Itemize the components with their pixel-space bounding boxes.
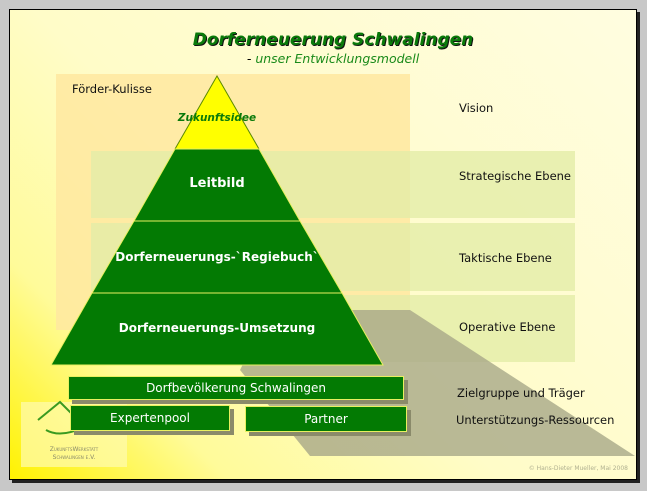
pyramid-level2-label: Dorferneuerungs-`Regiebuch` <box>115 250 319 264</box>
partner-box: Partner <box>245 406 407 432</box>
copyright: © Hans-Dieter Mueller, Mai 2008 <box>528 465 628 472</box>
pyramid-top-label: Zukunftsidee <box>177 112 257 124</box>
population-box: Dorfbevölkerung Schwalingen <box>68 376 404 400</box>
logo-line1: ZukunftsWerkstatt <box>49 446 99 453</box>
level-support: Unterstützungs-Ressourcen <box>456 413 615 427</box>
level-vision: Vision <box>459 101 494 115</box>
level-strategic: Strategische Ebene <box>459 169 572 183</box>
kulisse-label: Förder-Kulisse <box>72 82 152 96</box>
level-operative: Operative Ebene <box>459 320 556 334</box>
logo-line2: Schwalingen e.V. <box>52 454 96 461</box>
title: Dorferneuerung Schwalingen <box>192 30 474 50</box>
logo-text: ZukunftsWerkstatt Schwalingen e.V. <box>21 446 127 462</box>
pyramid-level1-label: Leitbild <box>189 176 245 191</box>
pyramid-level3-label: Dorferneuerungs-Umsetzung <box>118 321 316 335</box>
slide: Dorferneuerung Schwalingen - unser Entwi… <box>9 9 637 480</box>
subtitle: - unser Entwicklungsmodell <box>10 51 636 66</box>
level-target: Zielgruppe und Träger <box>457 386 585 400</box>
level-tactical: Taktische Ebene <box>459 251 552 265</box>
subtitle-dash: - <box>246 51 252 66</box>
subtitle-text: unser Entwicklungsmodell <box>255 51 420 66</box>
experts-box: Expertenpool <box>70 405 230 431</box>
pyramid-level3 <box>50 292 384 366</box>
